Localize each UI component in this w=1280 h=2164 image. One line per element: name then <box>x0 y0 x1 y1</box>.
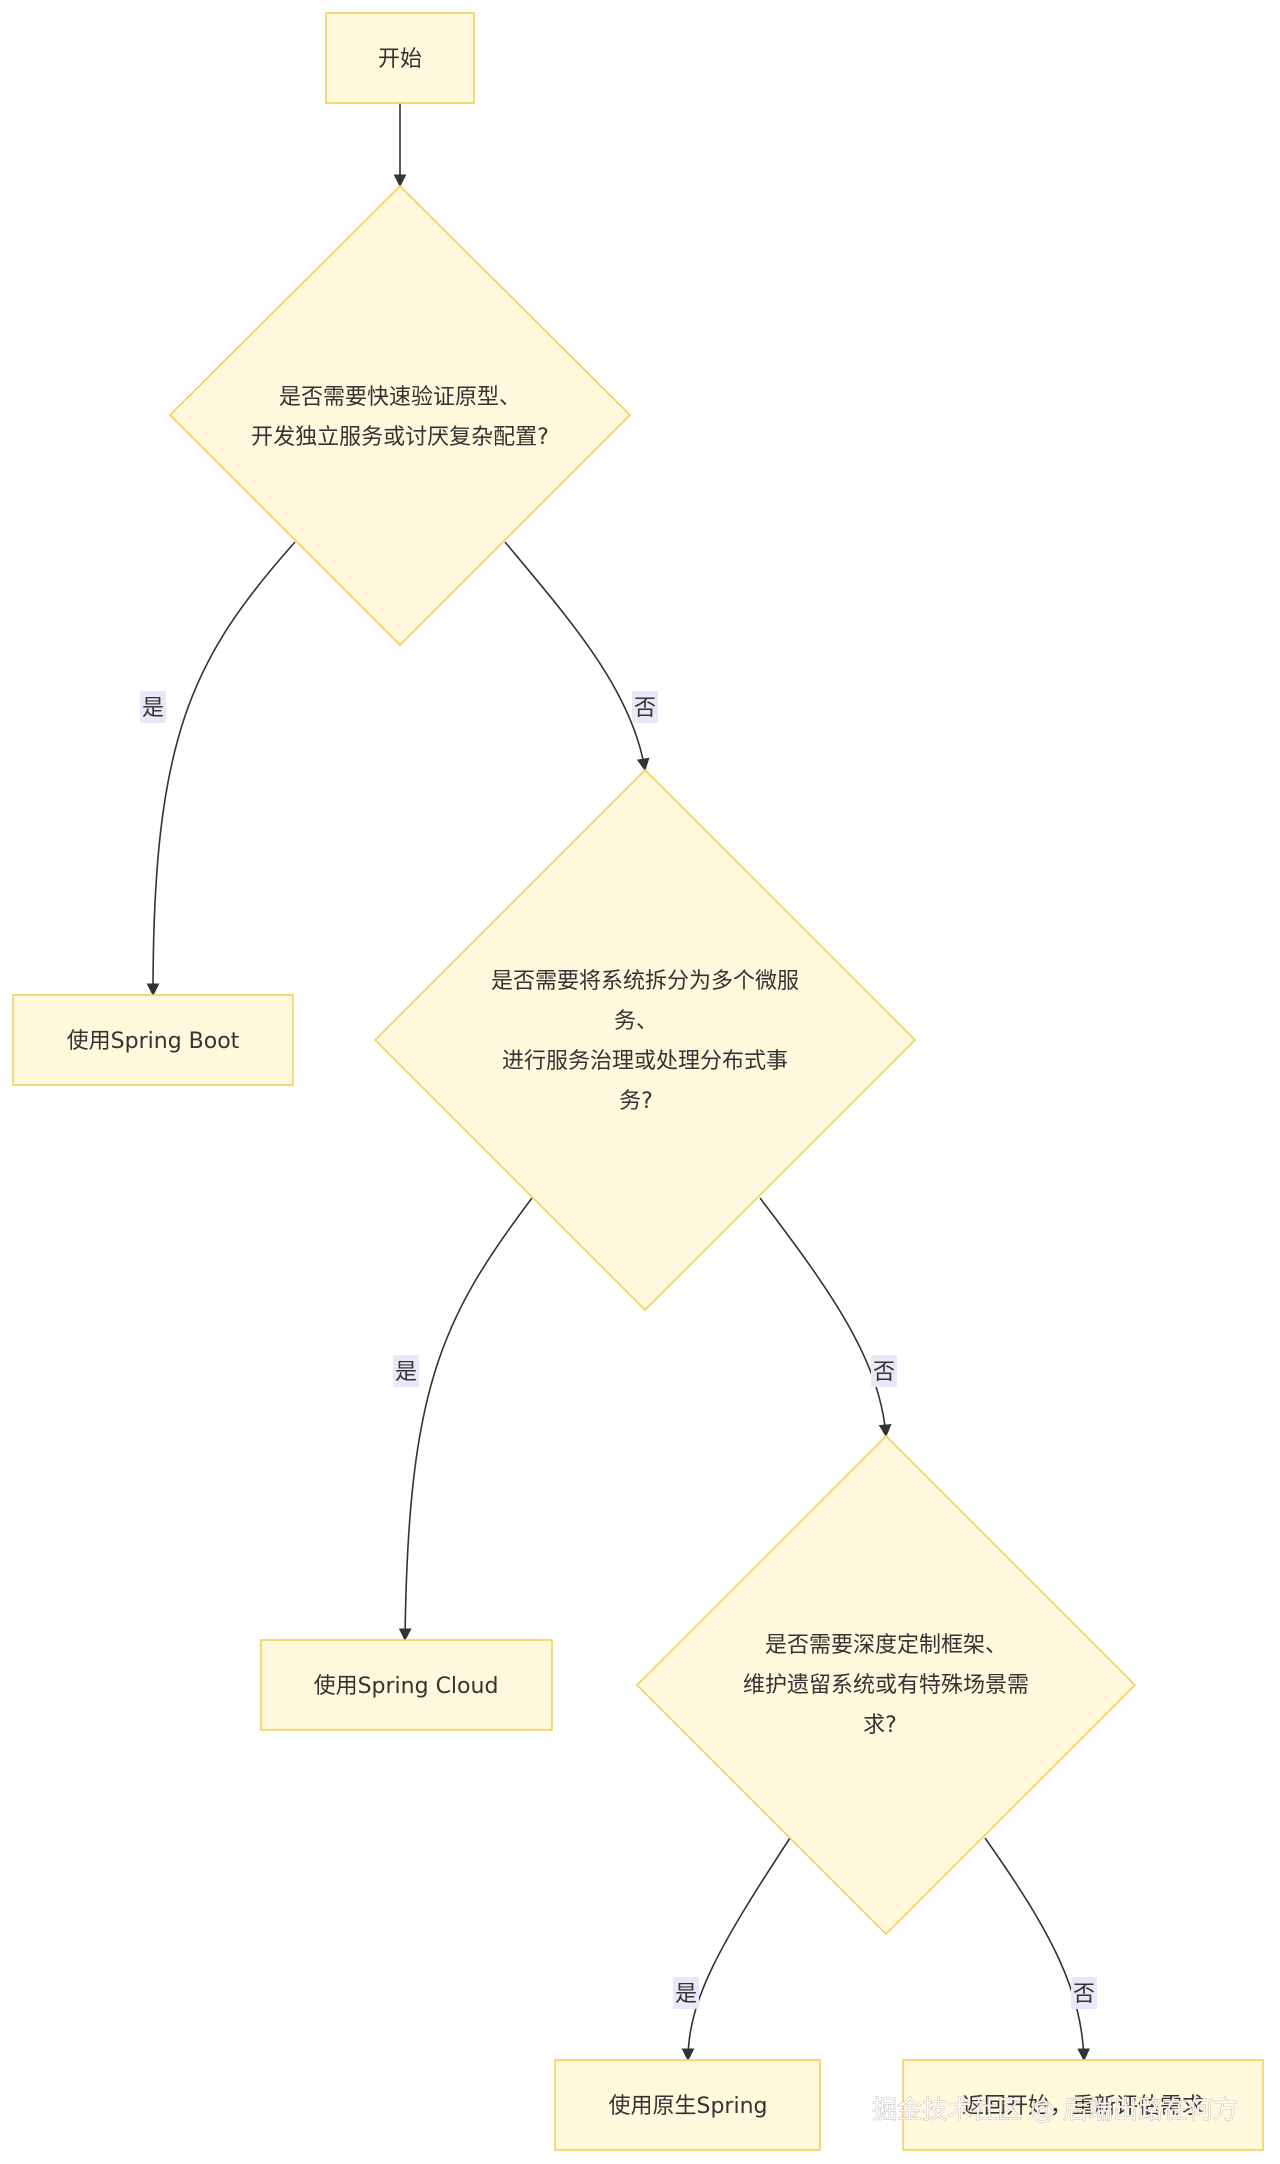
edge-label-q2-yes: 是 <box>393 1355 419 1387</box>
edge-q3-yes-to-native <box>681 1837 791 2062</box>
node-start: 开始 <box>325 12 475 104</box>
edge-label-q3-yes: 是 <box>673 1977 699 2009</box>
node-decision-1-line-1: 是否需要快速验证原型、 <box>279 385 521 410</box>
node-decision-2-line-4: 务? <box>619 1089 653 1114</box>
node-spring-boot-label: 使用Spring Boot <box>67 1029 240 1054</box>
node-native-spring-label: 使用原生Spring <box>609 2094 768 2119</box>
edge-label-q1-no-text: 否 <box>634 696 656 721</box>
node-spring-cloud-label: 使用Spring Cloud <box>314 1674 499 1699</box>
node-decision-3-line-3: 求? <box>863 1713 897 1738</box>
node-back-to-start: 返回开始，重新评估需求 <box>902 2059 1264 2151</box>
edge-label-q1-no: 否 <box>632 691 658 723</box>
node-decision-1: 是否需要快速验证原型、 开发独立服务或讨厌复杂配置? <box>168 184 632 647</box>
edge-q3-no-to-back <box>984 1837 1091 2062</box>
node-spring-cloud: 使用Spring Cloud <box>260 1639 553 1731</box>
edge-label-q3-no-text: 否 <box>1073 1982 1095 2007</box>
node-native-spring: 使用原生Spring <box>554 2059 821 2151</box>
edge-label-q2-no-text: 否 <box>873 1360 895 1385</box>
node-decision-2: 是否需要将系统拆分为多个微服 务、 进行服务治理或处理分布式事 务? <box>373 768 917 1312</box>
edge-q2-yes-to-cloud <box>398 1197 533 1642</box>
node-decision-3-line-1: 是否需要深度定制框架、 <box>765 1633 1007 1658</box>
edge-q1-yes-to-boot <box>146 541 296 997</box>
node-spring-boot: 使用Spring Boot <box>12 994 294 1086</box>
node-decision-1-line-2: 开发独立服务或讨厌复杂配置? <box>251 425 549 450</box>
edge-label-q1-yes: 是 <box>140 691 166 723</box>
edge-label-q3-no: 否 <box>1071 1977 1097 2009</box>
edge-q1-no-to-q2 <box>504 541 650 772</box>
node-decision-3: 是否需要深度定制框架、 维护遗留系统或有特殊场景需 求? <box>635 1434 1137 1936</box>
edge-q2-no-to-q3 <box>759 1197 892 1438</box>
edges <box>146 103 1091 2062</box>
node-back-to-start-label: 返回开始，重新评估需求 <box>962 2094 1204 2119</box>
node-decision-2-line-3: 进行服务治理或处理分布式事 <box>502 1049 788 1074</box>
edge-label-q1-yes-text: 是 <box>142 696 164 721</box>
edge-label-q2-no: 否 <box>871 1355 897 1387</box>
edge-label-q3-yes-text: 是 <box>675 1982 697 2007</box>
node-decision-2-line-2: 务、 <box>614 1009 658 1034</box>
watermark: 掘金技术社区 @ 后端出路在何方 <box>872 2095 1238 2124</box>
node-decision-3-line-2: 维护遗留系统或有特殊场景需 <box>743 1673 1029 1698</box>
edge-label-q2-yes-text: 是 <box>395 1360 417 1385</box>
node-start-label: 开始 <box>378 47 422 72</box>
node-decision-2-line-1: 是否需要将系统拆分为多个微服 <box>491 969 799 994</box>
